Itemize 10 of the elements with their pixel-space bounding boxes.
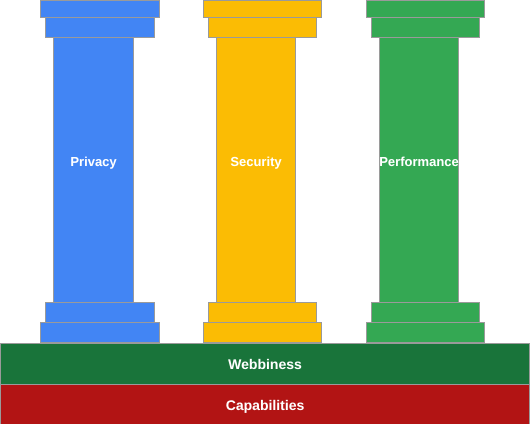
- pillar-label: Security: [230, 153, 282, 171]
- pillar-label: Performance: [379, 153, 459, 171]
- foundation-band: [0, 343, 530, 385]
- pillar-label: Privacy: [70, 153, 117, 171]
- pillar: [40, 0, 160, 343]
- pillar: [366, 0, 485, 343]
- band-label: Capabilities: [226, 396, 304, 414]
- foundation-band: [0, 384, 530, 424]
- pillar: [203, 0, 322, 343]
- band-label: Webbiness: [228, 355, 302, 373]
